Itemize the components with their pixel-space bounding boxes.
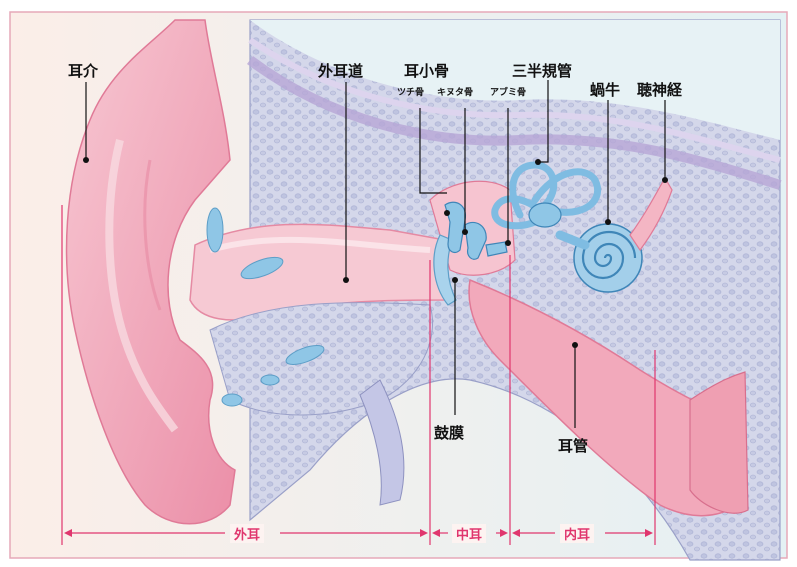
label-ossicles: 耳小骨 (404, 62, 450, 80)
label-stapes: アブミ骨 (490, 88, 527, 98)
label-semicircular-canals: 三半規管 (512, 62, 573, 80)
ossicles-shape (444, 201, 508, 260)
eustachian-tube-shape (468, 278, 746, 517)
semicircular-canals-shape (491, 161, 601, 230)
label-eardrum: 鼓膜 (434, 424, 465, 442)
leader-lines (85, 80, 666, 428)
section-middle-ear: 中耳 (452, 524, 487, 543)
label-auricle: 耳介 (68, 62, 99, 80)
section-outer-ear: 外耳 (230, 524, 265, 543)
eardrum-shape (433, 234, 457, 306)
label-malleus: ツチ骨 (397, 88, 425, 98)
label-cochlea: 蝸牛 (590, 81, 621, 99)
auditory-nerve-shape (629, 176, 673, 252)
label-ear-canal: 外耳道 (318, 62, 364, 80)
label-auditory-nerve: 聴神経 (637, 81, 683, 99)
cochlea-shape (555, 223, 643, 293)
label-eustachian-tube: 耳管 (558, 437, 589, 455)
section-inner-ear: 内耳 (560, 524, 595, 543)
label-incus: キヌタ骨 (437, 88, 474, 98)
